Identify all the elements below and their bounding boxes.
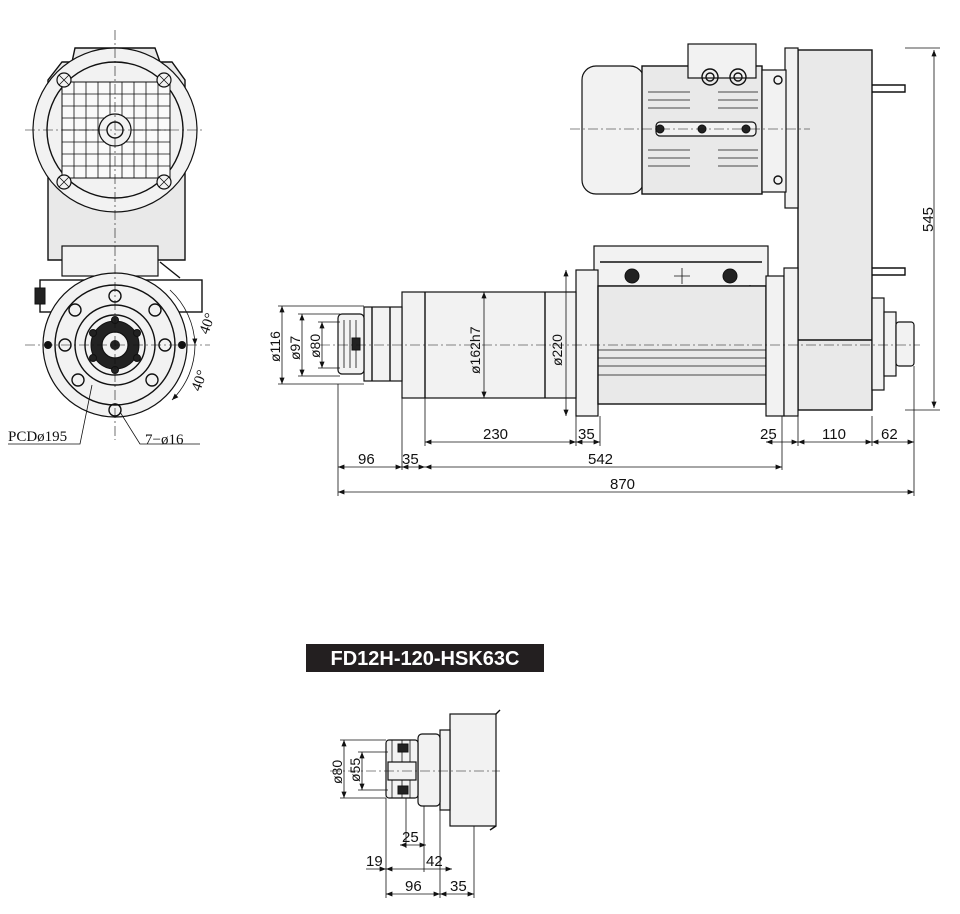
gear-bracket (61, 245, 159, 277)
dim-35a: 35 (578, 426, 595, 443)
dim-110: 110 (822, 426, 846, 443)
model-label-box: FD12H-120-HSK63C (306, 644, 544, 672)
side-view: 545 ø116 ø97 ø80 ø162h7 ø220 230 35 25 1… (267, 43, 940, 496)
dim-542: 542 (588, 451, 613, 468)
top-bracket (593, 245, 769, 287)
dia-220: ø220 (549, 334, 565, 366)
angle-label-1: 40° (197, 311, 219, 336)
spindle-body (320, 245, 920, 417)
side-dimensions: 545 ø116 ø97 ø80 ø162h7 ø220 230 35 25 1… (267, 47, 940, 496)
holes-label: 7−ø16 (145, 432, 184, 448)
dim-230: 230 (483, 426, 508, 443)
dia-116: ø116 (267, 331, 283, 362)
motor-bolts (56, 72, 172, 190)
dia-80: ø80 (307, 334, 323, 358)
detail-dim-25: 25 (402, 829, 419, 846)
dim-35b: 35 (402, 451, 419, 468)
angle-label-2: 40° (189, 368, 211, 393)
inner-bolts (89, 316, 141, 374)
front-view: 40° 40° PCDø195 7−ø16 (8, 30, 219, 448)
detail-view: ø80 ø55 25 19 42 96 35 (329, 709, 501, 898)
dia-97: ø97 (287, 336, 303, 360)
belt-housing (797, 49, 873, 411)
motor (570, 43, 810, 195)
pcd-label: PCDø195 (8, 429, 67, 445)
dia-162: ø162h7 (467, 326, 483, 374)
detail-dim-42: 42 (426, 853, 443, 870)
dim-96: 96 (358, 451, 375, 468)
detail-dia-55: ø55 (347, 758, 363, 782)
detail-housing (449, 713, 497, 827)
detail-dim-35: 35 (450, 878, 467, 895)
dim-25: 25 (760, 426, 777, 443)
detail-dim-96: 96 (405, 878, 422, 895)
model-label: FD12H-120-HSK63C (331, 648, 520, 670)
dim-62: 62 (881, 426, 898, 443)
dim-870: 870 (610, 476, 635, 493)
detail-dim-19: 19 (366, 853, 383, 870)
detail-dia-80: ø80 (329, 760, 345, 784)
height-545: 545 (920, 207, 937, 232)
